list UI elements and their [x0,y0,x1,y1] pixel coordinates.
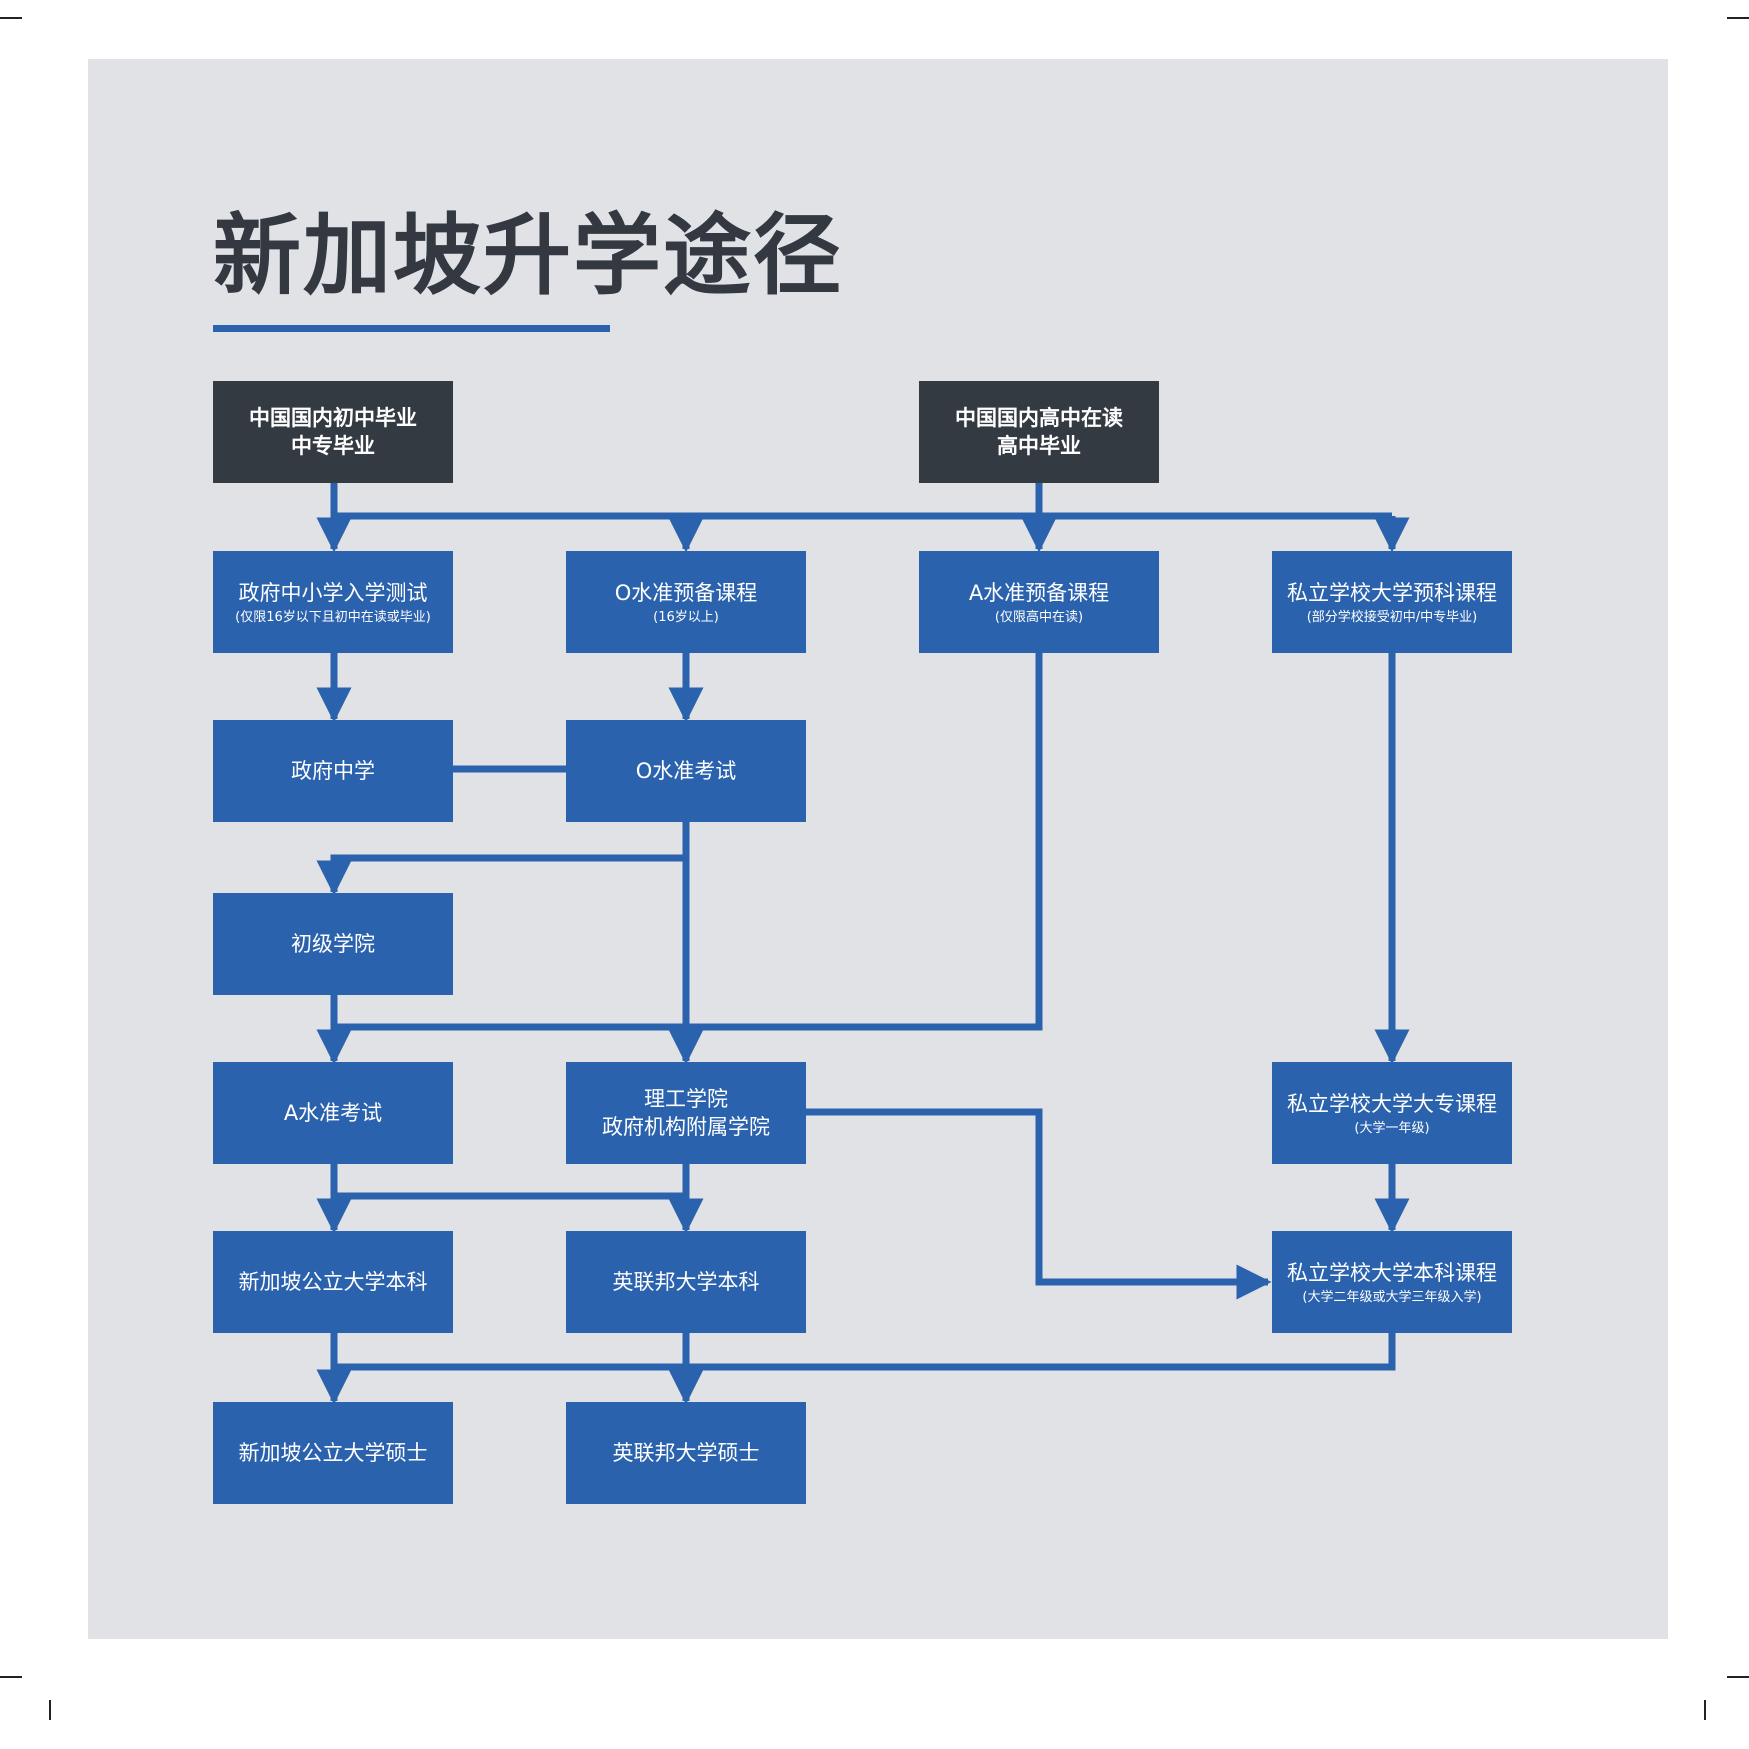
node-private-foundation: 私立学校大学预科课程 (部分学校接受初中/中专毕业) [1272,551,1512,653]
node-a-level-exam: A水准考试 [213,1062,453,1164]
connector-private-bachelor-to-masters [334,1332,1396,1371]
node-label: 私立学校大学预科课程 [1287,580,1497,605]
node-line: 理工学院 [644,1087,728,1111]
node-private-bachelor: 私立学校大学本科课程 (大学二年级或大学三年级入学) [1272,1231,1512,1333]
node-senior-graduate: 中国国内高中在读 高中毕业 [919,381,1159,483]
node-line: 高中毕业 [997,434,1081,458]
node-label: 新加坡公立大学硕士 [238,1441,428,1465]
node-note: (仅限高中在读) [994,609,1084,625]
node-uk-master: 英联邦大学硕士 [566,1402,806,1504]
crop-mark [1704,1700,1706,1720]
connector-a-prep-to-a-exam [334,651,1043,1031]
node-label: A水准考试 [283,1101,383,1125]
node-label: 英联邦大学本科 [612,1270,760,1294]
crop-mark [1727,17,1749,19]
node-label: A水准预备课程 [968,580,1110,605]
page-title: 新加坡升学途径 [213,204,844,307]
node-label: 英联邦大学硕士 [612,1441,760,1465]
crop-mark [0,1676,22,1678]
crop-mark [1727,1676,1749,1678]
node-note: (16岁以上) [653,609,719,625]
node-polytechnic: 理工学院 政府机构附属学院 [566,1062,806,1164]
node-line: 中国国内初中毕业 [249,406,417,430]
node-gov-secondary: 政府中学 [213,720,453,822]
node-label: O水准考试 [635,759,737,783]
node-label: 私立学校大学大专课程 [1287,1091,1497,1116]
node-note: (仅限16岁以下且初中在读或毕业) [235,609,431,625]
node-label: 私立学校大学本科课程 [1287,1260,1497,1285]
node-sg-public-bachelor: 新加坡公立大学本科 [213,1231,453,1333]
node-label: 初级学院 [291,932,375,956]
crop-mark [0,17,22,19]
node-label: 政府中小学入学测试 [238,580,428,605]
node-line: 政府机构附属学院 [602,1115,770,1139]
connector-polytechnic-to-private-bachelor [805,1108,1272,1300]
node-gov-entrance-test: 政府中小学入学测试 (仅限16岁以下且初中在读或毕业) [213,551,453,653]
node-label: O水准预备课程 [614,580,758,605]
node-a-level-prep: A水准预备课程 (仅限高中在读) [919,551,1159,653]
node-o-level-exam: O水准考试 [566,720,806,822]
node-o-level-prep: O水准预备课程 (16岁以上) [566,551,806,653]
node-label: 新加坡公立大学本科 [238,1270,428,1294]
node-line: 中国国内高中在读 [955,406,1123,430]
title-underline [213,325,610,332]
connector-o-exam-to-junior-college [316,854,686,896]
node-note: (大学二年级或大学三年级入学) [1302,1289,1482,1305]
node-junior-college: 初级学院 [213,893,453,995]
node-private-diploma: 私立学校大学大专课程 (大学一年级) [1272,1062,1512,1164]
node-note: (大学一年级) [1354,1120,1430,1136]
crop-mark [49,1700,51,1720]
node-junior-graduate: 中国国内初中毕业 中专毕业 [213,381,453,483]
node-uk-bachelor: 英联邦大学本科 [566,1231,806,1333]
node-sg-public-master: 新加坡公立大学硕士 [213,1402,453,1504]
node-line: 中专毕业 [291,434,375,458]
node-label: 政府中学 [291,759,375,783]
node-note: (部分学校接受初中/中专毕业) [1306,609,1478,625]
